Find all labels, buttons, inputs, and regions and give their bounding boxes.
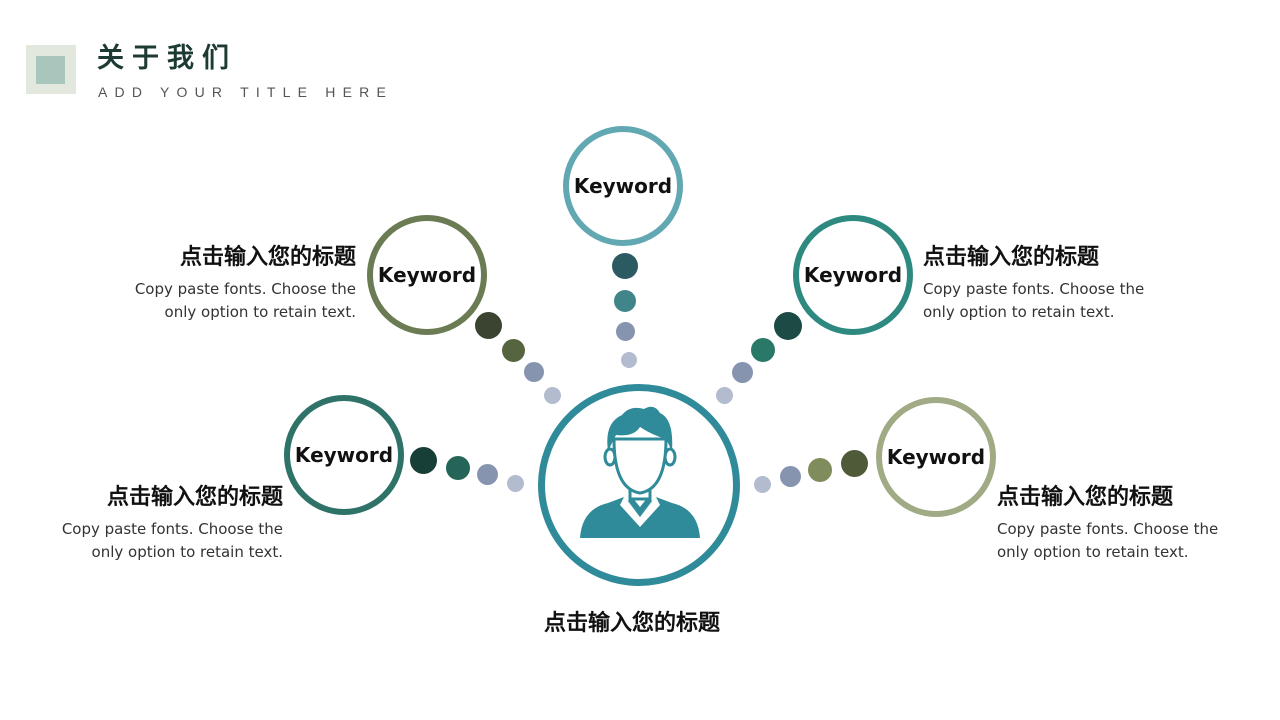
keyword-circle-lower-left[interactable]: Keyword	[284, 395, 404, 515]
keyword-circle-top[interactable]: Keyword	[563, 126, 683, 246]
keyword-label: Keyword	[886, 445, 986, 469]
keyword-circle-lower-right[interactable]: Keyword	[876, 397, 996, 517]
node-heading: 点击输入您的标题	[179, 245, 356, 270]
page-subtitle: ADD YOUR TITLE HERE	[98, 84, 393, 100]
person-icon	[580, 406, 700, 538]
keyword-label: Keyword	[573, 174, 673, 198]
node-description: Copy paste fonts. Choose the only option…	[997, 520, 1219, 561]
keyword-circle-upper-right[interactable]: Keyword	[793, 215, 913, 335]
connector-dot	[502, 339, 525, 362]
keyword-label: Keyword	[294, 443, 394, 467]
connector-dot	[410, 447, 437, 474]
node-description: Copy paste fonts. Choose the only option…	[134, 280, 356, 321]
connector-dot	[751, 338, 775, 362]
connector-dot	[808, 458, 832, 482]
page-title: 关于我们	[97, 43, 237, 74]
connector-dot	[754, 476, 771, 493]
node-heading: 点击输入您的标题	[106, 485, 283, 510]
node-heading: 点击输入您的标题	[997, 485, 1174, 510]
node-description: Copy paste fonts. Choose the only option…	[923, 280, 1145, 321]
connector-dot	[446, 456, 470, 480]
connector-dot	[780, 466, 801, 487]
connector-dot	[614, 290, 636, 312]
connector-dot	[732, 362, 753, 383]
connector-dot	[716, 387, 733, 404]
logo-square	[26, 45, 76, 94]
connector-dot	[524, 362, 544, 382]
center-heading: 点击输入您的标题	[544, 611, 721, 636]
connector-dot	[612, 253, 638, 279]
connector-dot	[475, 312, 502, 339]
connector-dot	[616, 322, 635, 341]
connector-dot	[621, 352, 637, 368]
node-description: Copy paste fonts. Choose the only option…	[61, 520, 283, 561]
keyword-label: Keyword	[377, 263, 477, 287]
keyword-circle-upper-left[interactable]: Keyword	[367, 215, 487, 335]
logo-square-inner	[36, 56, 65, 84]
connector-dot	[841, 450, 868, 477]
connector-dot	[774, 312, 802, 340]
node-heading: 点击输入您的标题	[923, 245, 1100, 270]
connector-dot	[507, 475, 524, 492]
keyword-label: Keyword	[803, 263, 903, 287]
connector-dot	[477, 464, 498, 485]
connector-dot	[544, 387, 561, 404]
